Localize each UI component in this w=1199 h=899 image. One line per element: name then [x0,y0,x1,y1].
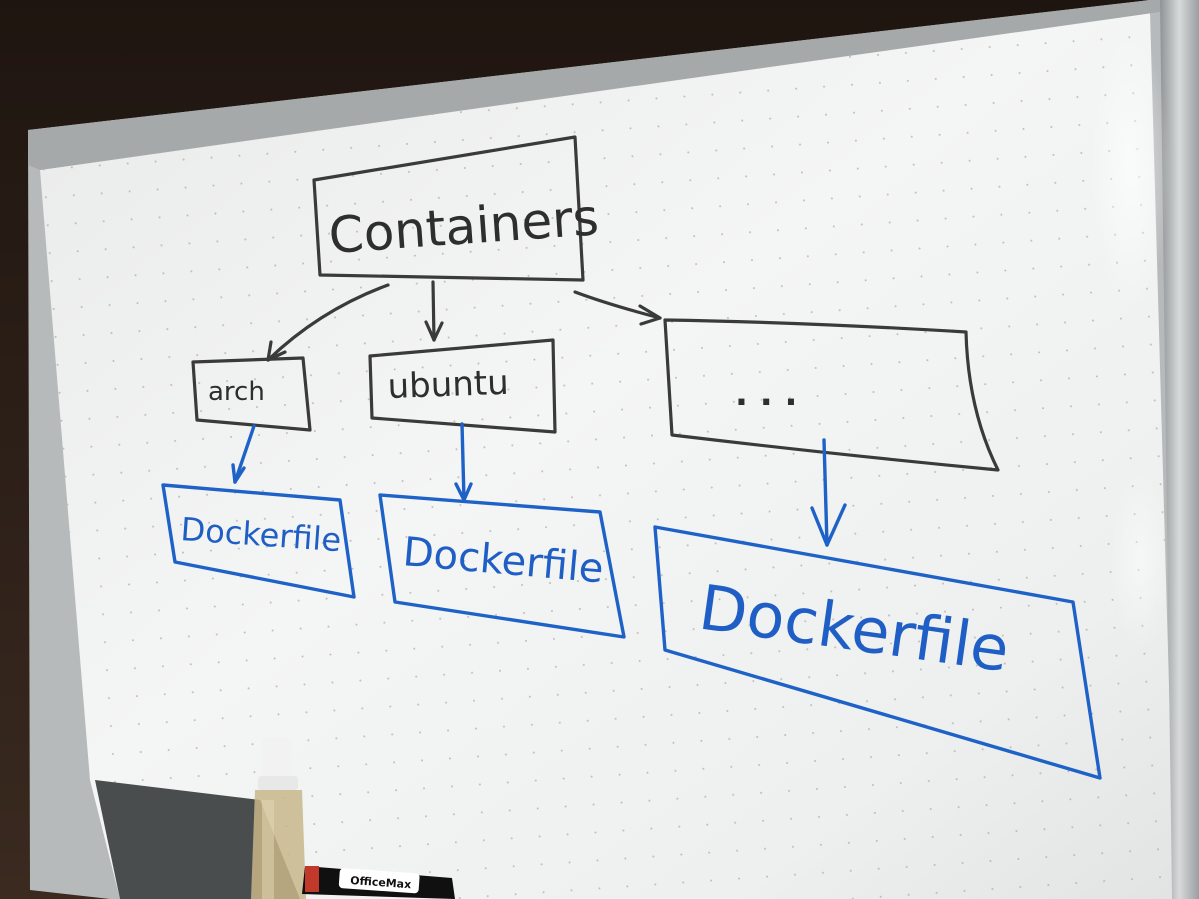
arrow-to-ubuntu-head [424,320,444,342]
blue-arrow-arch [233,424,256,484]
spray-bottle [251,738,306,899]
dockerfile-box-3 [653,525,1102,780]
arrow-to-ubuntu [431,280,436,342]
blue-arrow-more-head [810,503,847,547]
blue-arrow-arch-head [231,463,246,484]
root-box [312,135,585,282]
whiteboard-right-rail [1160,0,1199,899]
marker-brand: OfficeMax [350,874,412,891]
marker-tray [95,780,300,899]
dockerfile-box-1 [161,483,356,599]
blue-arrow-more [822,438,829,547]
ubuntu-box [368,338,557,434]
ellipsis-box [663,318,1000,472]
whiteboard-top-rail [28,0,1160,170]
diagram-blue-ink [161,422,1102,780]
board-glare-lower [1110,470,1170,650]
child-label-ubuntu: ubuntu [387,363,509,407]
whiteboard-dot-grid [40,12,1175,899]
arrow-to-more-head [638,304,662,326]
arrow-to-arch [266,283,390,362]
blue-arrow-ubuntu-head [454,482,473,502]
dockerfile-box-2 [378,493,626,639]
blue-arrow-ubuntu [460,422,466,502]
diagram-black-ink [191,135,1000,472]
marker-pen: OfficeMax [302,866,455,899]
child-label-ellipsis: . . . [735,374,797,414]
child-label-arch: arch [208,377,265,407]
arrow-to-more [573,290,662,320]
arch-box [191,356,312,432]
board-glare [1090,30,1170,310]
